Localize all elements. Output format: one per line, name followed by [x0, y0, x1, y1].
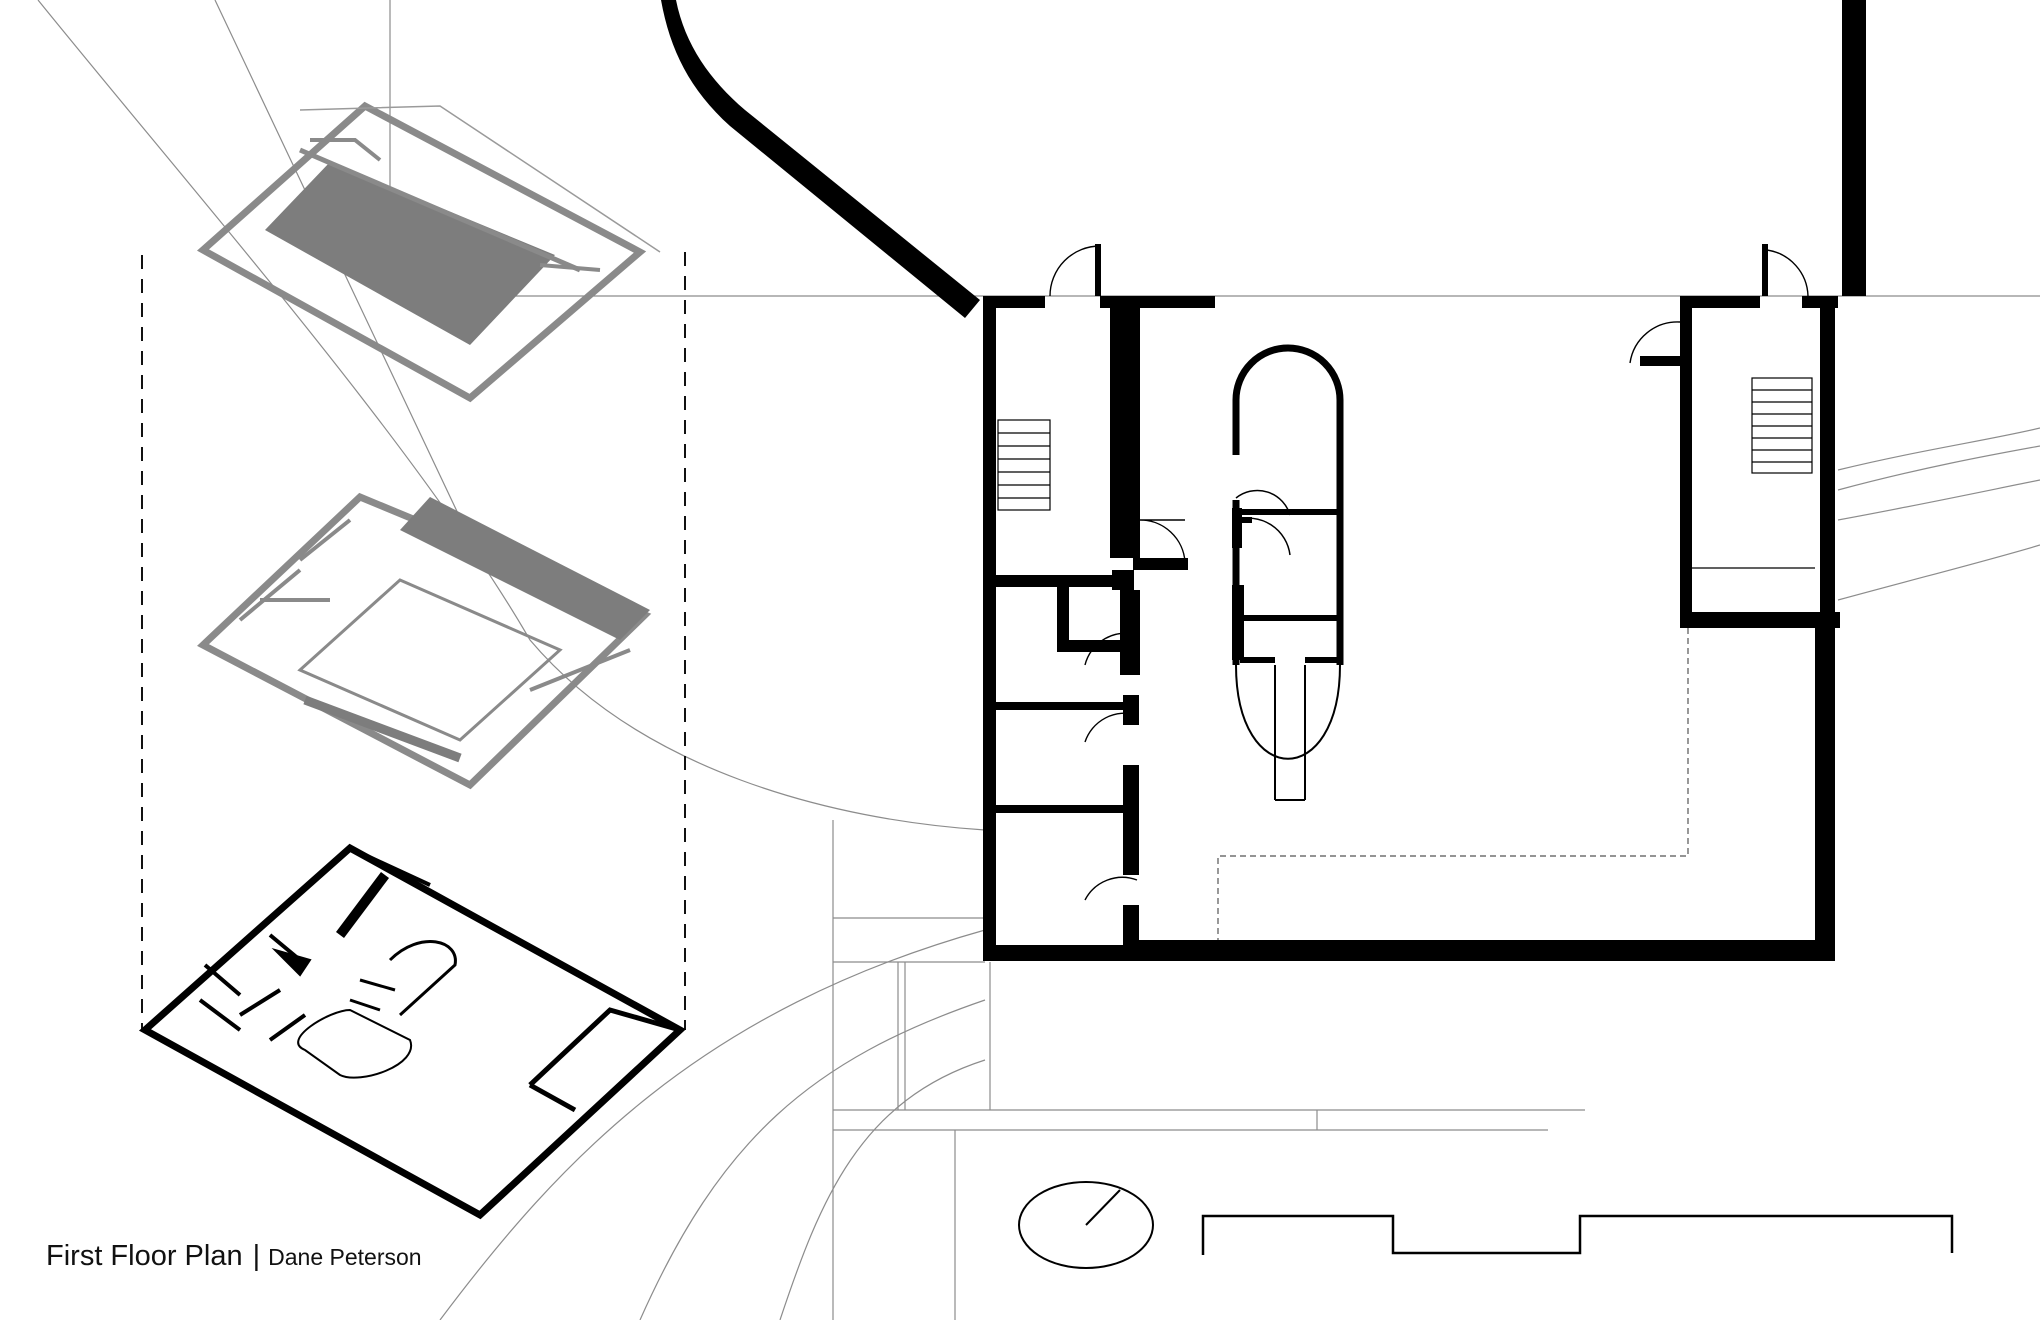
axonometric-first-floor-layer: [138, 843, 686, 1220]
drawing-title: First Floor Plan: [46, 1240, 243, 1272]
overhead-dashed-line: [1217, 628, 1689, 940]
door-swings: [1049, 244, 1809, 901]
axonometric-roof-layer: [196, 101, 661, 403]
central-pod: [1232, 344, 1344, 801]
author-name: Dane Peterson: [268, 1244, 422, 1270]
stair-right: [1692, 377, 1815, 569]
axonometric-dashed-guides: [141, 252, 686, 1030]
building-exterior-walls: [661, 0, 1866, 961]
left-service-rooms: [996, 575, 1140, 945]
drawing-caption: First Floor Plan | Dane Peterson: [46, 1240, 422, 1273]
scale-bar: [1201, 1214, 1954, 1255]
axonometric-second-floor-layer: [197, 492, 652, 790]
caption-separator: |: [252, 1240, 261, 1272]
stair-left: [997, 419, 1051, 511]
north-arrow-icon: [1018, 1181, 1154, 1269]
